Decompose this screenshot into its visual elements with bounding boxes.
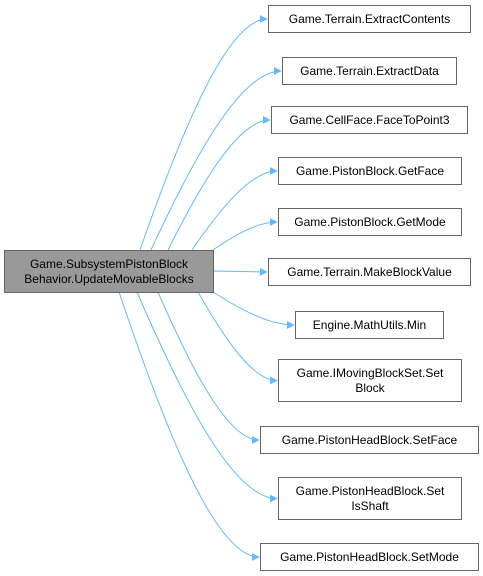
edge-to-target-6 — [212, 267, 268, 276]
target-node-11[interactable]: Game.PistonHeadBlock.SetMode — [260, 543, 479, 571]
source-node-label-line-1: Game.SubsystemPistonBlock — [30, 257, 189, 271]
target-node-10-label-line-1: Game.PistonHeadBlock.Set — [296, 484, 445, 498]
target-node-7[interactable]: Engine.MathUtils.Min — [295, 311, 444, 339]
target-node-10-label-line-2: IsShaft — [351, 499, 389, 513]
target-node-9-box — [260, 426, 479, 454]
edge-to-target-9 — [157, 291, 260, 444]
nodes: Game.SubsystemPistonBlockBehavior.Update… — [4, 5, 479, 571]
edges — [118, 15, 295, 561]
source-node-box — [4, 250, 214, 293]
target-node-5[interactable]: Game.PistonBlock.GetMode — [278, 208, 462, 236]
source-node[interactable]: Game.SubsystemPistonBlockBehavior.Update… — [4, 250, 214, 293]
edge-to-target-2 — [150, 67, 282, 251]
target-node-2-label-line-1: Game.Terrain.ExtractData — [300, 64, 439, 78]
target-node-3-label-line-1: Game.CellFace.FaceToPoint3 — [289, 113, 449, 127]
target-node-4-box — [278, 157, 462, 185]
target-node-8-label-line-1: Game.IMovingBlockSet.Set — [297, 366, 444, 380]
target-node-8-box — [278, 359, 462, 402]
target-node-9-label-line-1: Game.PistonHeadBlock.SetFace — [282, 433, 458, 447]
target-node-3-box — [271, 106, 468, 134]
target-node-1-label-line-1: Game.Terrain.ExtractContents — [289, 12, 450, 26]
edge-to-target-11 — [118, 291, 260, 561]
target-node-5-box — [278, 208, 462, 236]
target-node-11-label-line-1: Game.PistonHeadBlock.SetMode — [280, 550, 459, 564]
target-node-1[interactable]: Game.Terrain.ExtractContents — [268, 5, 471, 33]
edge-to-target-1 — [139, 15, 268, 251]
target-node-2[interactable]: Game.Terrain.ExtractData — [282, 57, 457, 85]
target-node-10-box — [278, 477, 462, 520]
edge-to-target-7 — [212, 291, 295, 329]
target-node-9[interactable]: Game.PistonHeadBlock.SetFace — [260, 426, 479, 454]
target-node-5-label-line-1: Game.PistonBlock.GetMode — [294, 215, 446, 229]
edge-to-target-5 — [212, 218, 278, 251]
target-node-4-label-line-1: Game.PistonBlock.GetFace — [296, 164, 444, 178]
target-node-3[interactable]: Game.CellFace.FaceToPoint3 — [271, 106, 468, 134]
edge-to-target-10 — [136, 291, 278, 503]
target-node-6[interactable]: Game.Terrain.MakeBlockValue — [268, 258, 471, 286]
edge-to-target-4 — [191, 167, 278, 251]
target-node-7-label-line-1: Engine.MathUtils.Min — [313, 318, 426, 332]
edge-to-target-8 — [197, 291, 278, 385]
target-node-7-box — [295, 311, 444, 339]
target-node-8-label-line-2: Block — [355, 381, 385, 395]
target-node-1-box — [268, 5, 471, 33]
target-node-11-box — [260, 543, 479, 571]
target-node-2-box — [282, 57, 457, 85]
target-node-6-box — [268, 258, 471, 286]
edge-to-target-3 — [167, 116, 271, 251]
target-node-6-label-line-1: Game.Terrain.MakeBlockValue — [287, 265, 452, 279]
source-node-label-line-2: Behavior.UpdateMovableBlocks — [24, 272, 193, 286]
target-node-4[interactable]: Game.PistonBlock.GetFace — [278, 157, 462, 185]
